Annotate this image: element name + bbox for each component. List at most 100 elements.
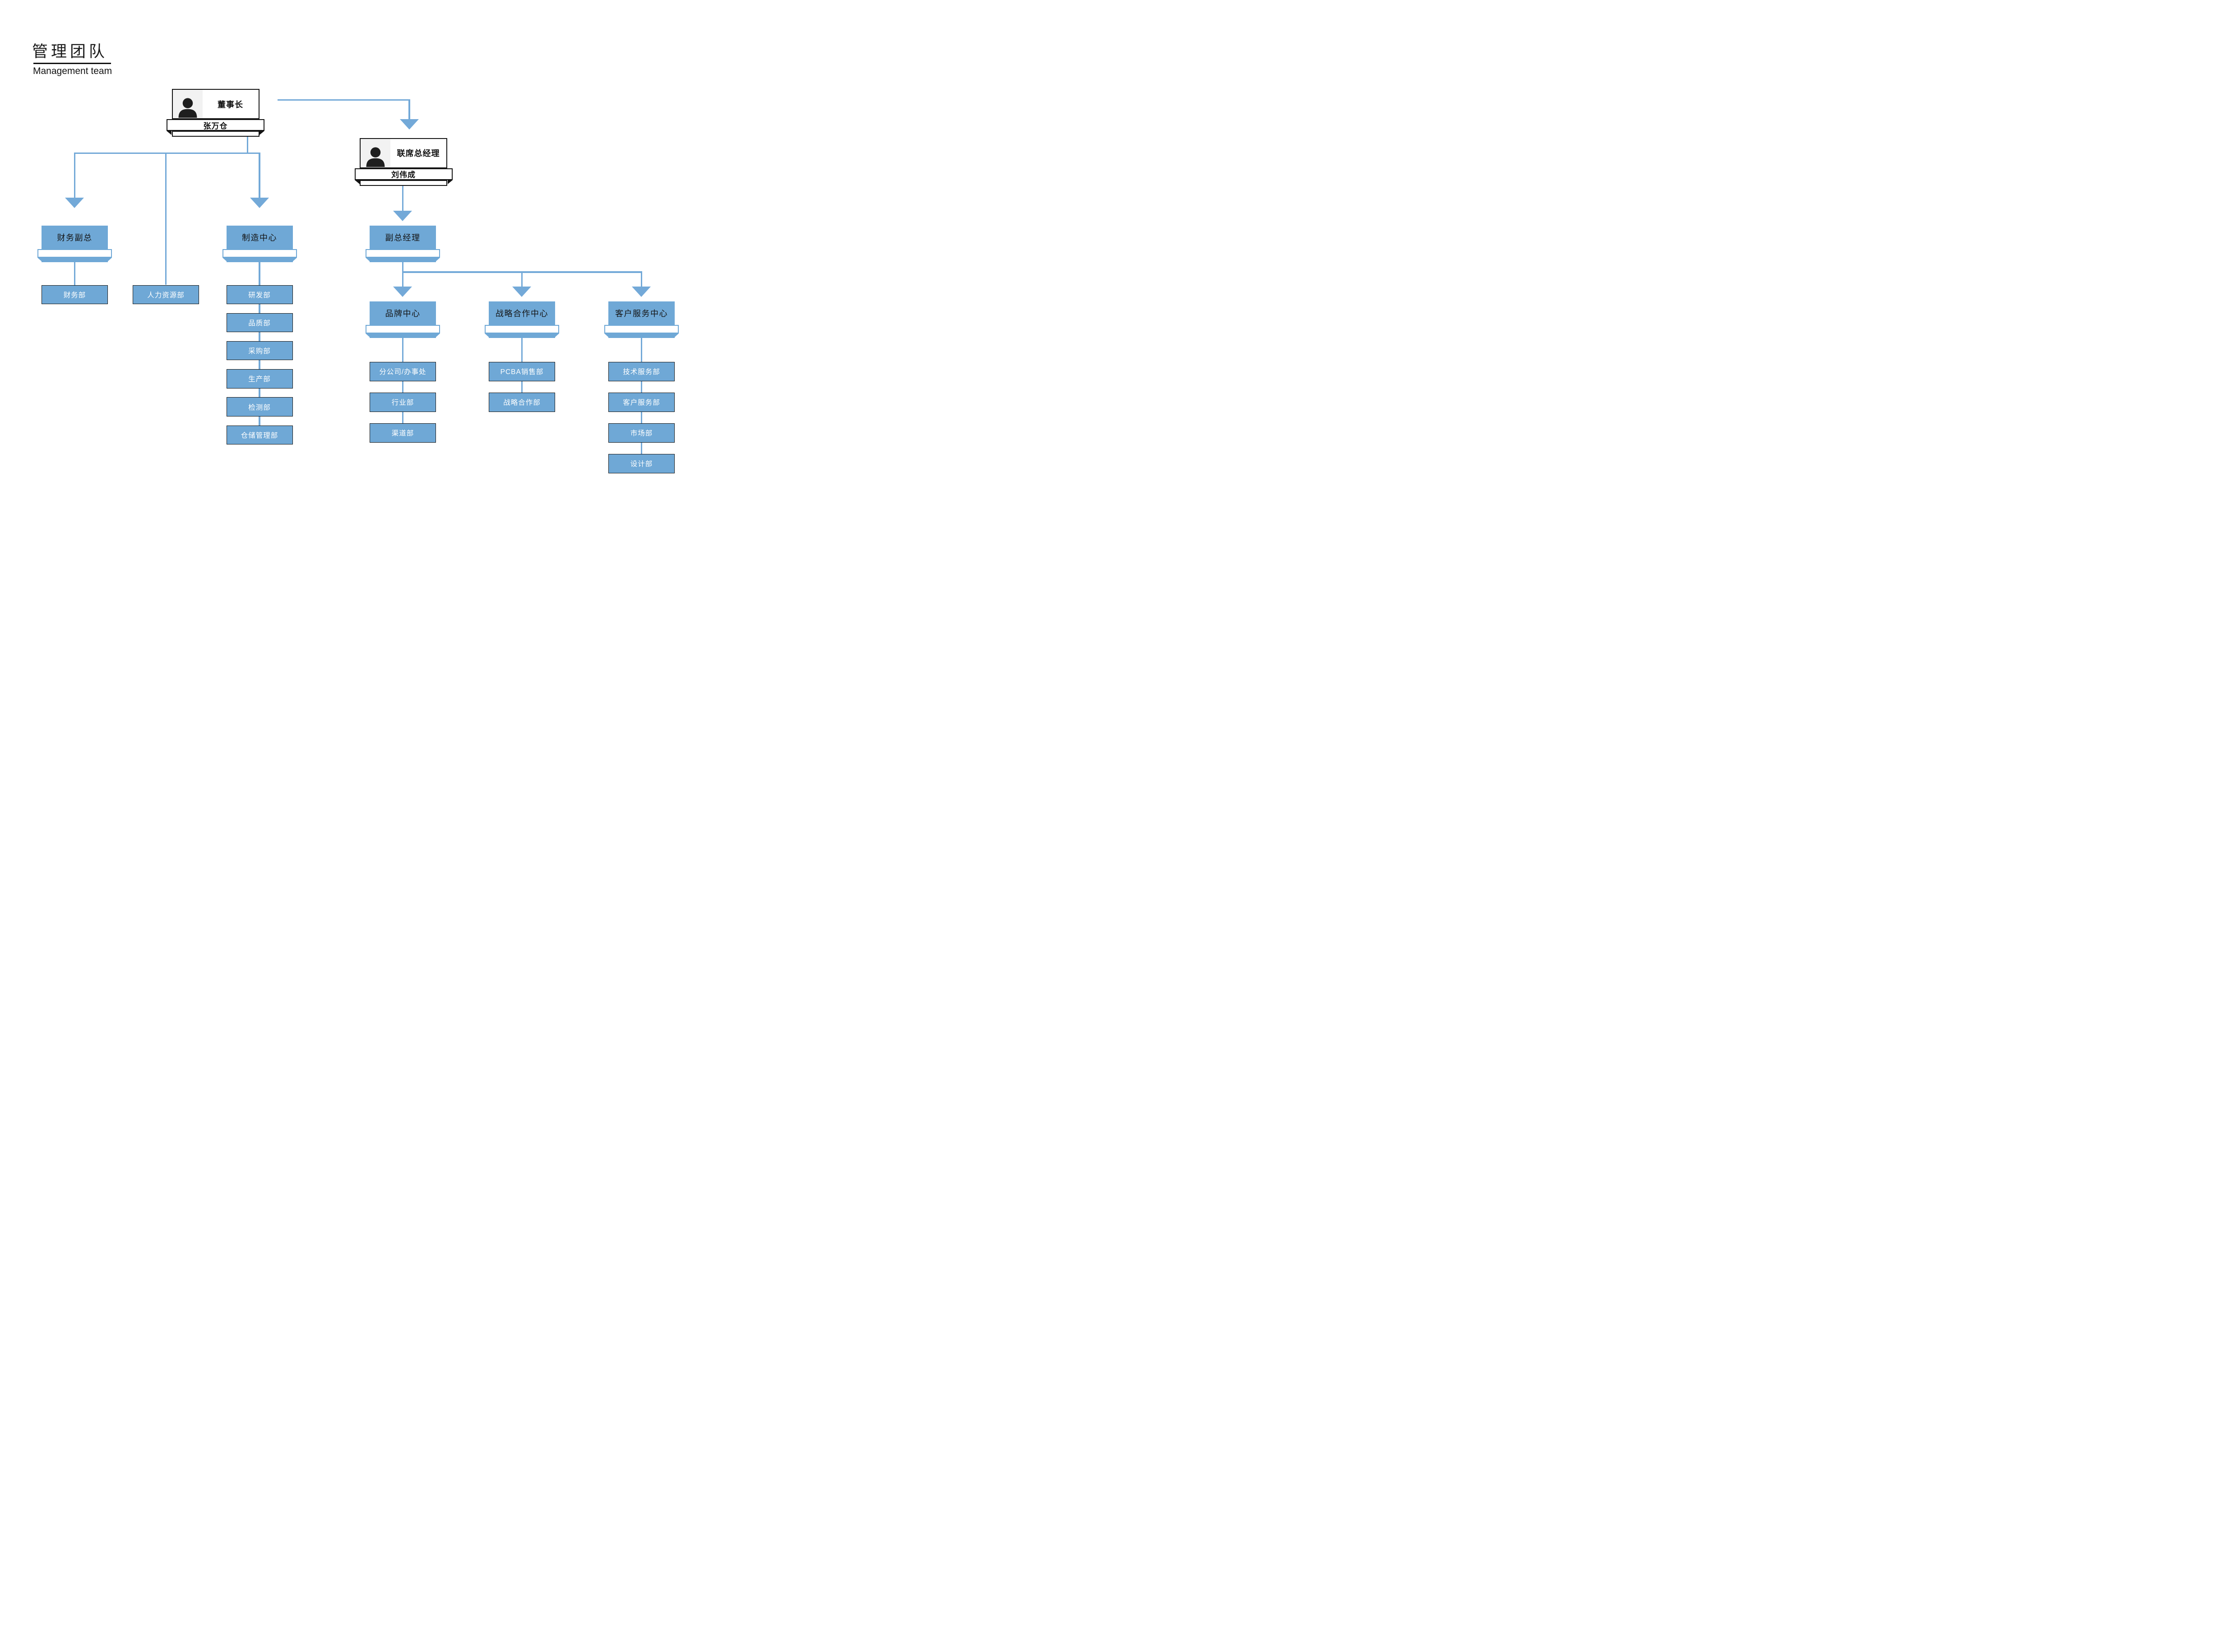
cogm-name-ribbon: 刘伟成 [354,168,453,180]
link-strategic-dept [521,338,523,362]
dept-inspection: 检测部 [226,397,293,416]
link-manufacturing-dept [259,262,260,285]
node-manufacturing-center: 制造中心 [222,226,297,263]
cogm-card-body: 联席总经理 [360,138,447,168]
connector-vgm-feed [402,261,404,273]
ribbon-fold-left [222,257,227,261]
node-label: 客户服务中心 [608,301,675,325]
link-e1 [521,381,523,393]
blank-ribbon [485,324,559,333]
dept-marketing: 市场部 [608,423,675,443]
node-co-general-manager: 联席总经理 刘伟成 [354,138,453,190]
ribbon-base [370,257,436,262]
page-title: 管理团队 [32,43,108,60]
ribbon-base [608,333,675,338]
connector-drop-hr [165,154,167,285]
dept-design: 设计部 [608,454,675,473]
chairman-photo [172,90,203,118]
chairman-card-body: 董事长 [171,89,259,119]
dept-finance: 财务部 [42,285,108,304]
link-c4 [259,388,260,398]
arrowhead-brand [393,287,412,297]
org-chart-canvas: 管理团队 Management team [0,0,699,516]
ribbon-fold-right [292,257,297,261]
title-underline [33,63,111,64]
node-customer-service-center: 客户服务中心 [604,301,679,338]
ribbon-fold-right [447,180,453,184]
node-label: 战略合作中心 [489,301,555,325]
link-c3 [259,360,260,370]
blank-ribbon [604,324,679,333]
page-subtitle: Management team [33,66,112,76]
connector-drop-customer [640,272,643,287]
link-c2 [259,332,260,341]
arrowhead-cogm [399,119,419,130]
chairman-name-ribbon: 张万仓 [167,119,264,131]
ribbon-fold-left [354,180,360,184]
dept-production: 生产部 [226,369,293,389]
dept-warehouse: 仓储管理部 [226,425,293,444]
link-brand-dept [402,338,404,362]
arrowhead-vgm [393,211,412,221]
ribbon-fold-right [436,333,440,337]
link-c1 [259,304,260,313]
ribbon-fold-right [108,257,112,261]
node-label: 品牌中心 [370,301,436,325]
blank-ribbon [222,249,297,258]
person-icon [178,98,197,118]
blank-ribbon [37,249,112,258]
ribbon-fold-left [366,333,370,337]
node-finance-vp: 财务副总 [37,226,112,263]
link-d1 [402,381,404,393]
ribbon-base [42,257,108,262]
ribbon-fold-left [604,333,608,337]
ribbon-fold-right [675,333,679,337]
cogm-role: 联席总经理 [397,149,440,158]
arrowhead-customer [632,287,651,297]
node-chairman: 董事长 张万仓 [167,89,264,141]
node-label: 制造中心 [226,226,293,249]
connector-chairman-cogm-h [278,99,410,101]
dept-channel: 渠道部 [370,423,436,443]
arrowhead-manufacturing [250,198,269,208]
ribbon-fold-right [436,257,440,261]
connector-drop-brand [402,272,404,287]
connector-chairman-feed [246,136,249,154]
ribbon-fold-left [485,333,489,337]
ribbon-base [370,333,436,338]
node-vice-general-manager: 副总经理 [366,226,440,263]
dept-rnd: 研发部 [226,285,293,304]
dept-pcba-sales: PCBA销售部 [489,362,555,381]
cogm-card-base [360,180,447,186]
ribbon-fold-left [366,257,370,261]
node-strategic-center: 战略合作中心 [485,301,559,338]
dept-strategic-cooperation: 战略合作部 [489,393,555,412]
ribbon-fold-right [259,131,264,135]
node-label: 财务副总 [42,226,108,249]
connector-branch1 [74,152,260,154]
link-f3 [640,442,643,454]
node-label: 副总经理 [370,226,436,249]
dept-human-resources: 人力资源部 [133,285,199,304]
connector-drop-manufacturing [259,154,260,198]
connector-chairman-cogm-v [408,99,411,119]
node-brand-center: 品牌中心 [366,301,440,338]
ribbon-base [226,257,293,262]
link-f2 [640,412,643,423]
cogm-photo [361,139,390,167]
chairman-card-base [171,131,259,137]
link-c5 [259,416,260,426]
dept-quality: 品质部 [226,313,293,333]
dept-procurement: 采购部 [226,341,293,361]
dept-customer-service: 客户服务部 [608,393,675,412]
arrowhead-finance [65,198,84,208]
ribbon-fold-right [555,333,559,337]
ribbon-fold-left [167,131,171,135]
connector-drop-strategic [521,272,523,287]
link-customer-dept [640,338,643,362]
chairman-role: 董事长 [218,100,243,109]
dept-branch-offices: 分公司/办事处 [370,362,436,381]
link-finance-dept [74,262,76,285]
arrowhead-strategic [512,287,531,297]
blank-ribbon [366,249,440,258]
